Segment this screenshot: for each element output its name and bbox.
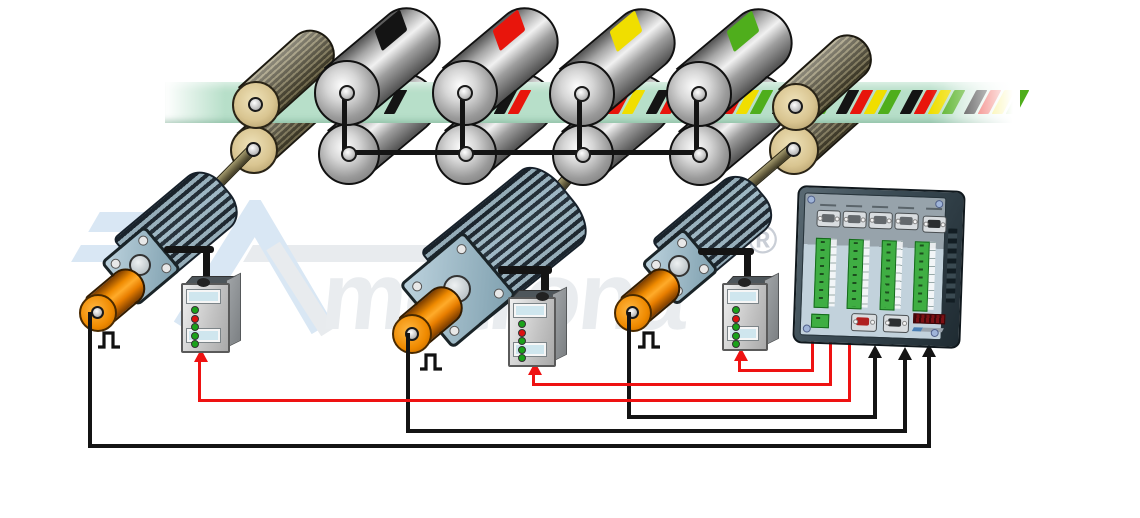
motor-3-cable: [698, 248, 754, 255]
drive-led: [191, 323, 199, 331]
drive-led: [518, 354, 526, 362]
drive-led: [191, 306, 199, 314]
roller-hub: [248, 97, 263, 112]
line-shaft: [345, 150, 700, 155]
drive-led: [518, 337, 526, 345]
encoder-2-face: [392, 314, 432, 354]
station-axle: [460, 91, 465, 154]
connector-slot: [728, 290, 758, 303]
encoder-1-hub: [91, 306, 104, 319]
drive-led: [191, 314, 199, 323]
serial-port-1: [850, 313, 878, 332]
drive-led: [732, 323, 740, 331]
cylinder-hub: [574, 86, 590, 102]
encoder-1-wire: [88, 444, 931, 448]
motor-2-cable: [498, 266, 552, 274]
encoder-3-arrow-icon: [868, 345, 882, 358]
encoder-3-wire: [627, 312, 631, 419]
drive-unit-2: [508, 286, 567, 367]
command-wire-2: [532, 383, 832, 386]
connector-slot: [187, 290, 220, 303]
encoder-1-wire: [927, 356, 931, 448]
station-axle: [342, 91, 347, 154]
infeed-roller-upper-face: [232, 81, 280, 129]
terminal-labels: [894, 240, 903, 309]
encoder-3-wire: [627, 415, 877, 419]
status-display: [913, 313, 946, 325]
drive-led: [732, 306, 740, 314]
motor-3-cable: [744, 248, 751, 290]
drive-led: [191, 340, 199, 348]
roller-hub: [246, 142, 261, 157]
station-axle: [694, 92, 699, 155]
cable-gland: [197, 278, 210, 287]
command-wire-2: [829, 334, 832, 386]
command-wire-3: [811, 334, 814, 372]
connector-slot: [514, 304, 546, 317]
drive-led: [518, 328, 526, 337]
drive-led: [732, 331, 740, 340]
encoder-2-wire: [406, 429, 907, 433]
roller-hub: [788, 99, 803, 114]
encoder-2-wire: [903, 359, 907, 433]
drive-led: [518, 345, 526, 354]
drive-unit-1: [181, 272, 241, 353]
terminal-labels: [828, 238, 837, 307]
cylinder-hub: [457, 85, 473, 101]
cylinder-hub: [575, 147, 591, 163]
station-axle: [577, 92, 582, 155]
cylinder-hub: [458, 146, 474, 162]
drive-led: [518, 320, 526, 328]
command-wire-3: [738, 359, 741, 372]
serial-port-2: [882, 314, 910, 334]
drive-led: [732, 314, 740, 323]
command-wire-2: [532, 373, 535, 386]
motor-hub: [668, 255, 690, 277]
drive-unit-3: [722, 272, 779, 351]
terminal-labels: [927, 241, 936, 310]
command-wire-1: [198, 399, 850, 402]
motor-1-cable: [164, 246, 214, 253]
pulse-signal-icon: [420, 353, 442, 371]
terminal-labels: [861, 239, 870, 308]
encoder-2-arrow-icon: [898, 347, 912, 360]
encoder-1-wire: [88, 312, 92, 448]
drive-led: [191, 331, 199, 340]
drive-led: [732, 340, 740, 348]
cylinder-hub: [692, 147, 708, 163]
encoder-3-wire: [873, 357, 877, 419]
cable-gland: [536, 292, 549, 301]
encoder-2-wire: [406, 333, 410, 433]
cylinder-hub: [691, 86, 707, 102]
command-wire-1: [198, 360, 201, 402]
power-terminal: [810, 313, 830, 329]
print-cylinder-face: [666, 61, 732, 127]
command-wire-1: [848, 334, 851, 402]
roller-hub: [786, 142, 801, 157]
cable-gland: [738, 278, 751, 287]
cylinder-hub: [339, 85, 355, 101]
command-arrow-3-icon: [734, 348, 748, 361]
pulse-signal-icon: [98, 331, 120, 349]
pulse-signal-icon: [638, 331, 660, 349]
controller-front-panel: [799, 192, 947, 341]
command-wire-3: [738, 369, 814, 372]
cylinder-hub: [341, 146, 357, 162]
motion-controller: [792, 185, 966, 349]
motor-2-cable: [541, 266, 549, 306]
web-fade: [930, 80, 1020, 125]
motor-1-cable: [203, 246, 210, 290]
